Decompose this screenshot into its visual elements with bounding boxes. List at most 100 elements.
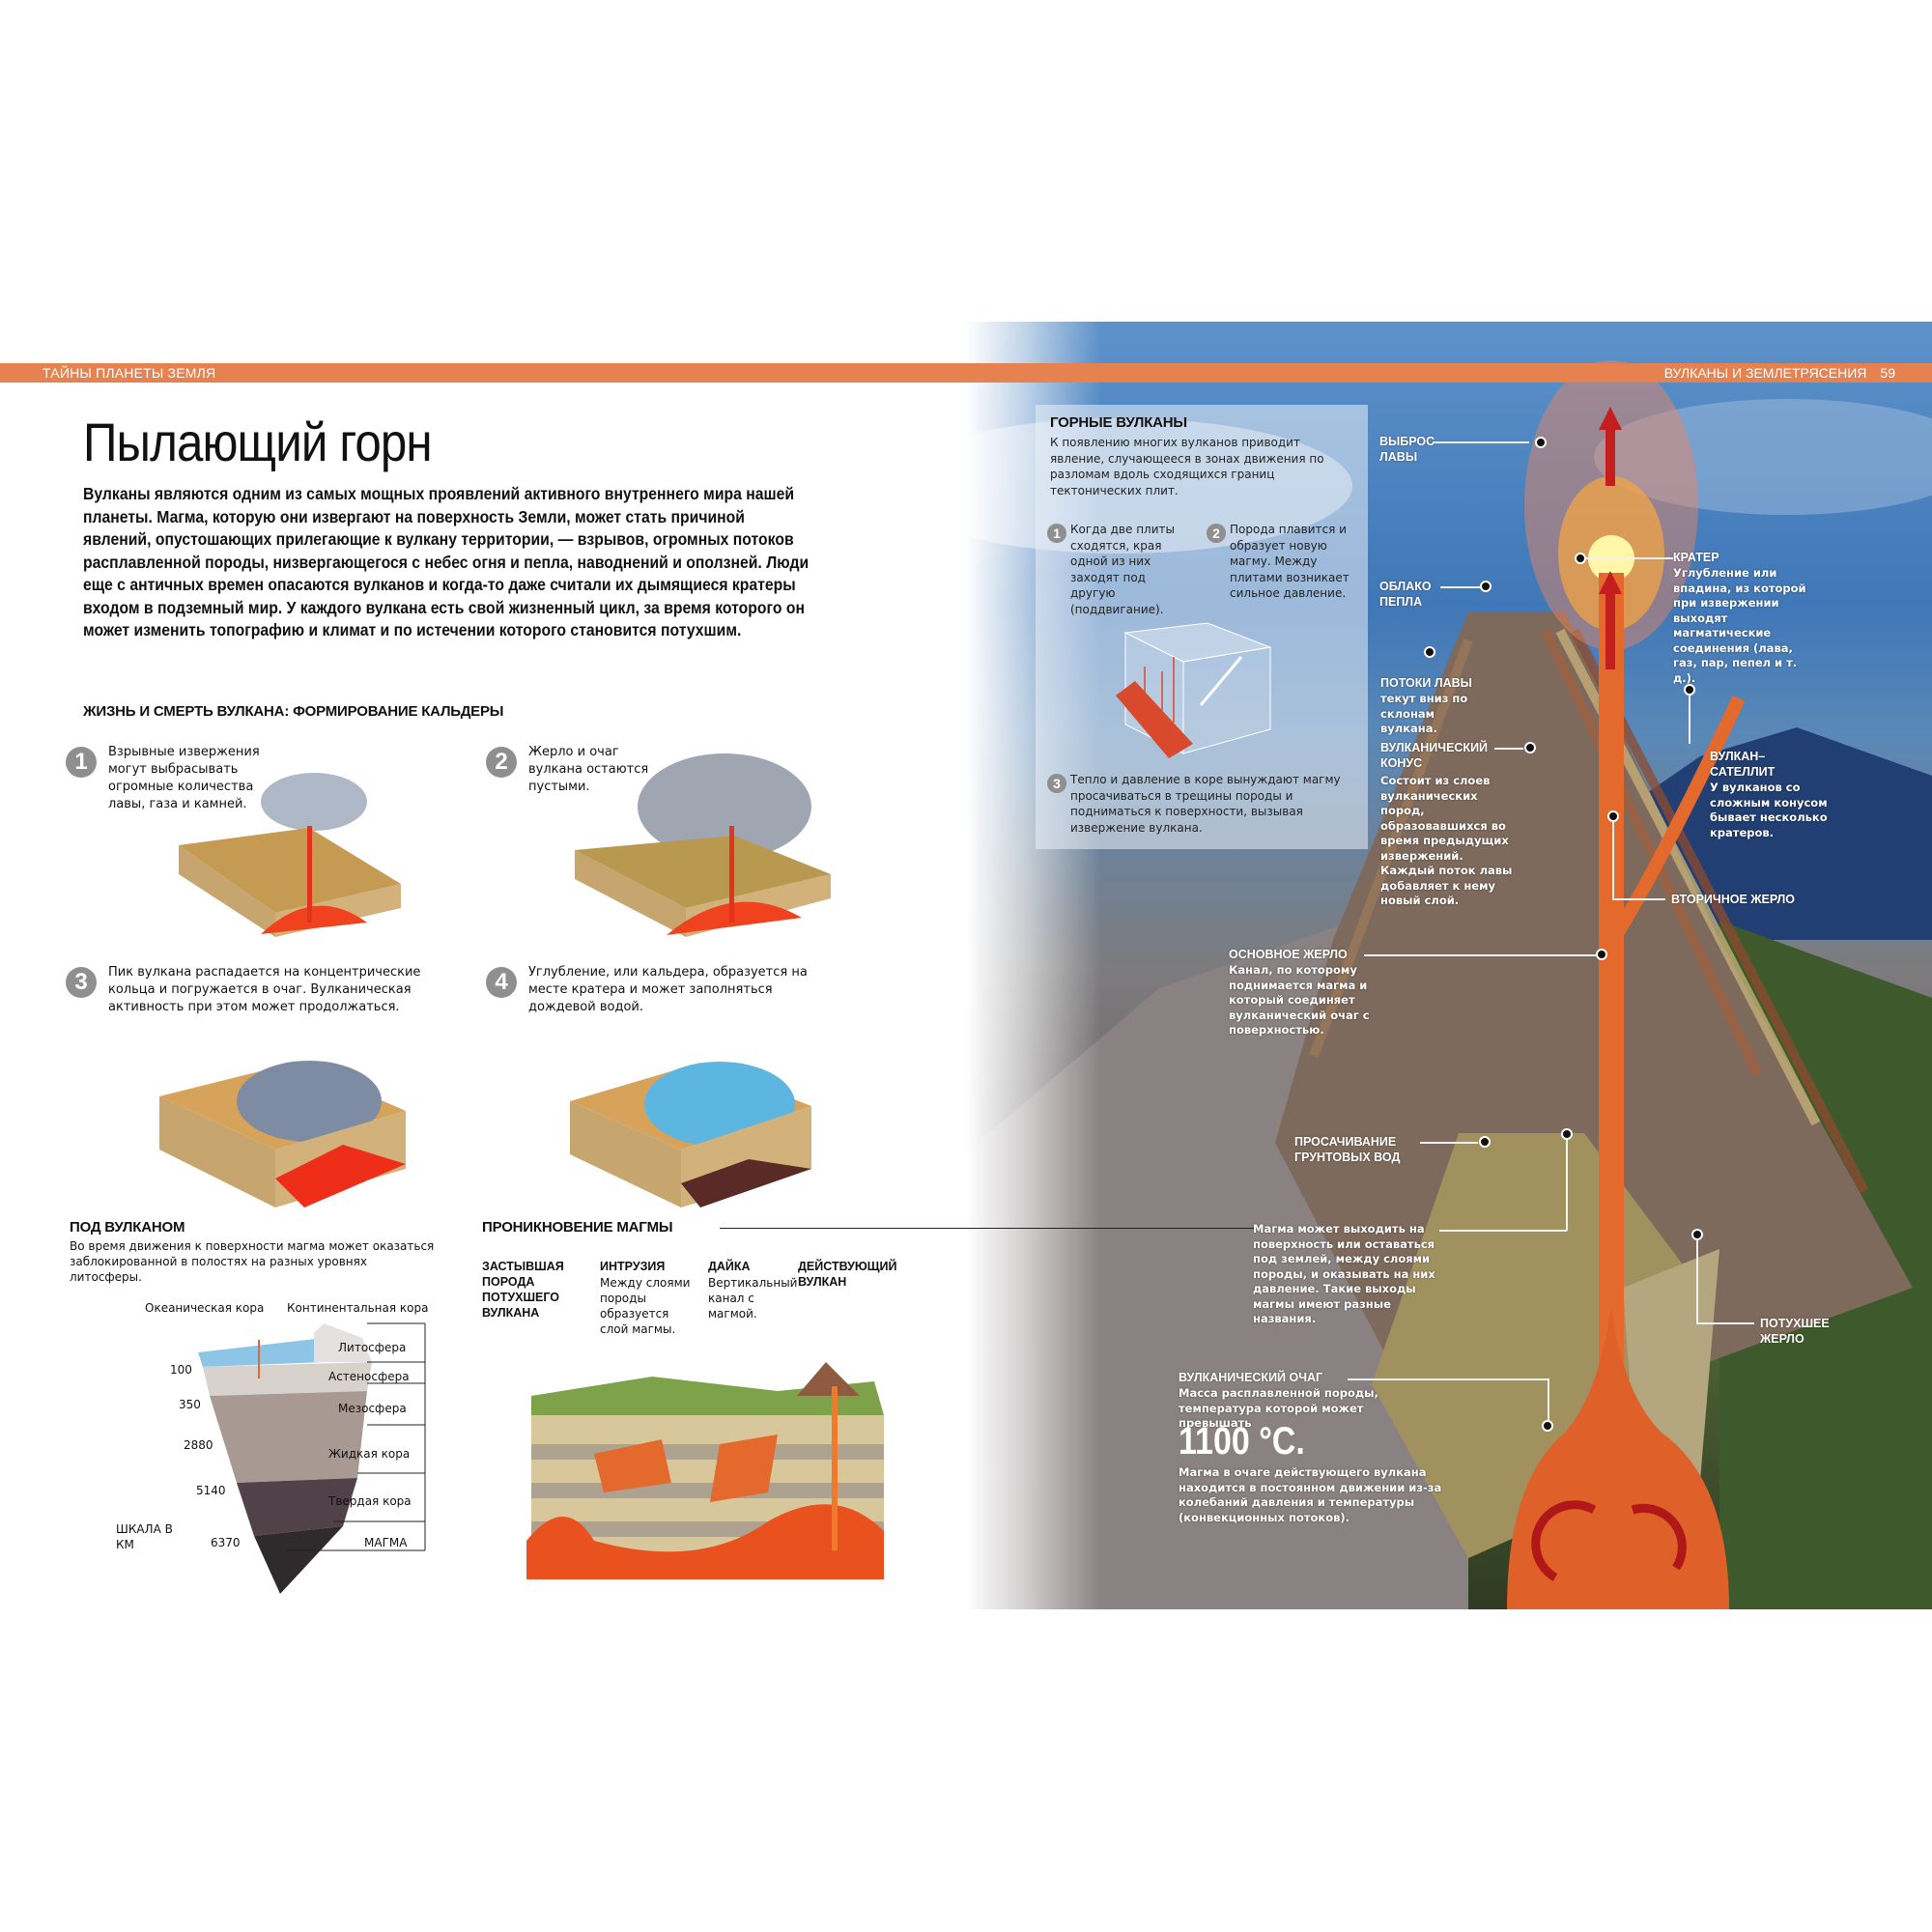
callout-main-vent-text: Канал, по которому поднимается магма и к…: [1229, 963, 1370, 1037]
callout-lava-flows-title: ПОТОКИ ЛАВЫ: [1380, 676, 1472, 690]
penetration-text-dike: Вертикальный канал с магмой.: [708, 1276, 798, 1321]
callout-volcanic-cone-title: ВУЛКАНИЧЕСКИЙ КОНУС: [1380, 741, 1489, 770]
leader-line: [1364, 954, 1596, 956]
callout-volcanic-cone-text: Состоит из слоев вулканических пород, об…: [1380, 774, 1513, 907]
callout-dot-extinct-vent: [1691, 1229, 1703, 1240]
intro-paragraph: Вулканы являются одним из самых мощных п…: [83, 484, 810, 639]
volcano-illustration: [966, 322, 1932, 1609]
subduction-diagram: [1116, 622, 1272, 758]
inset-step-3-text: Тепло и давление в коре вынуждают магму …: [1070, 773, 1341, 835]
callout-groundwater: ПРОСАЧИВАНИЕ ГРУНТОВЫХ ВОД: [1294, 1135, 1401, 1164]
inset-step-badge-1: 1: [1047, 524, 1066, 543]
callout-magma-chamber-text: Масса расплавленной породы, температура …: [1179, 1386, 1378, 1430]
callout-dot-intrusion: [1561, 1128, 1573, 1140]
step-badge-1: 1: [66, 747, 97, 778]
section-name: ВУЛКАНЫ И ЗЕМЛЕТРЯСЕНИЯ: [1663, 365, 1867, 381]
leader-line: [1612, 898, 1665, 900]
caldera-heading: ЖИЗНЬ И СМЕРТЬ ВУЛКАНА: ФОРМИРОВАНИЕ КАЛ…: [83, 703, 504, 720]
page-title: Пылающий горн: [83, 412, 433, 472]
caldera-step-3-illustration: [159, 1061, 406, 1208]
oceanic-crust-label: Океаническая кора: [145, 1301, 265, 1315]
callout-dot: [1479, 1136, 1491, 1148]
magma-penetration-leader-line: [720, 1228, 1256, 1229]
step-badge-4: 4: [486, 967, 517, 998]
eruption-arrows: [1599, 407, 1622, 669]
caldera-step-3-text: Пик вулкана распадается на концентрическ…: [108, 965, 421, 1014]
callout-dot-satellite: [1684, 684, 1695, 696]
callout-crater-text: Углубление или впадина, из которой при и…: [1673, 566, 1806, 685]
section-title-right: ВУЛКАНЫ И ЗЕМЛЕТРЯСЕНИЯ 59: [1664, 363, 1895, 383]
penetration-label-extinct-rock: ЗАСТЫВШАЯ ПОРОДА ПОТУХШЕГО ВУЛКАНА: [482, 1260, 564, 1320]
section-title-left: ТАЙНЫ ПЛАНЕТЫ ЗЕМЛЯ: [43, 365, 216, 381]
callout-dot-lava-flows: [1424, 646, 1435, 658]
penetration-label-dike: ДАЙКА: [708, 1260, 751, 1273]
callout-ash-cloud: ОБЛАКО ПЕПЛА: [1379, 580, 1432, 609]
callout-satellite-text: У вулканов со сложным конусом бывает нес…: [1710, 781, 1828, 839]
leader-line: [1420, 1142, 1478, 1144]
layer-asthenosphere: Астеносфера: [328, 1370, 410, 1383]
callout-satellite-title: ВУЛКАН–САТЕЛЛИТ: [1710, 750, 1776, 779]
caldera-step-2-text: Жерло и очаг вулкана остаются пустыми.: [528, 745, 649, 794]
callout-extinct-vent: ПОТУХШЕЕ ЖЕРЛО: [1760, 1317, 1830, 1346]
page-number: 59: [1880, 365, 1895, 381]
layer-mesosphere: Мезосфера: [338, 1402, 407, 1415]
continental-crust-label: Континентальная кора: [287, 1301, 429, 1315]
mountain-volcanoes-panel: [1036, 405, 1368, 849]
volcano-cone: [1275, 611, 1913, 1365]
penetration-text-intrusion: Между слоями породы образуется слой магм…: [600, 1276, 691, 1336]
caldera-step-4-text: Углубление, или кальдера, образуется на …: [528, 965, 808, 1014]
leader-line: [1433, 441, 1529, 443]
depth-5140: 5140: [196, 1484, 226, 1497]
lava-ejection-plume: [1524, 360, 1698, 650]
cloud: [1594, 399, 1932, 515]
inset-step-badge-2: 2: [1207, 524, 1226, 543]
callout-magma-exits: Магма может выходить на поверхность или …: [1253, 1222, 1435, 1325]
callout-lava-ejection: ВЫБРОС ЛАВЫ: [1379, 435, 1435, 464]
leader-line: [1689, 696, 1690, 744]
callout-dot-secondary-vent: [1607, 810, 1619, 822]
step-badge-3: 3: [66, 967, 97, 998]
inset-step-1-text: Когда две плиты сходятся, края одной из …: [1070, 523, 1175, 616]
callout-dot: [1524, 742, 1536, 753]
callout-lava-flows-text: текут вниз по склонам вулкана.: [1380, 692, 1468, 735]
leader-line: [1566, 1140, 1568, 1231]
penetration-label-active-volcano: ДЕЙСТВУЮЩИЙ ВУЛКАН: [798, 1260, 897, 1289]
inset-step-badge-3: 3: [1047, 774, 1066, 793]
caldera-step-1-text: Взрывные извержения могут выбрасывать ог…: [108, 745, 260, 811]
volcano-cross-section: [966, 360, 1932, 1609]
depth-6370: 6370: [211, 1536, 241, 1549]
earth-layers-diagram: [198, 1322, 426, 1594]
layer-lithosphere: Литосфера: [338, 1341, 407, 1354]
caldera-step-2-illustration: [575, 753, 831, 937]
callout-dot: [1596, 949, 1607, 960]
convection-arrows: [1531, 1500, 1687, 1581]
header-band: [0, 363, 1932, 383]
caldera-step-1-illustration: [179, 773, 401, 937]
layer-magma: МАГМА: [364, 1536, 408, 1549]
step-badge-2: 2: [486, 747, 517, 778]
leader-line: [1548, 1378, 1549, 1421]
leader-line: [1440, 586, 1484, 588]
callout-main-vent-title: ОСНОВНОЕ ЖЕРЛО: [1229, 948, 1348, 961]
caldera-step-4-illustration: [570, 1062, 811, 1208]
satellite-vent-channel: [1607, 696, 1746, 944]
leader-line: [1612, 822, 1614, 899]
magma-penetration-heading: ПРОНИКНОВЕНИЕ МАГМЫ: [482, 1219, 673, 1236]
callout-dot-crater: [1575, 553, 1586, 564]
inset-step-2-text: Порода плавится и образует новую магму. …: [1230, 523, 1350, 600]
mountain-volcanoes-text: К появлению многих вулканов приводит явл…: [1050, 436, 1324, 497]
callout-magma-chamber-text2: Магма в очаге действующего вулкана наход…: [1179, 1465, 1442, 1524]
magma-chamber: [1507, 1307, 1729, 1609]
under-volcano-heading: ПОД ВУЛКАНОМ: [70, 1219, 185, 1236]
magma-temperature: 1100 °C.: [1179, 1420, 1305, 1463]
depth-2880: 2880: [184, 1438, 213, 1452]
penetration-label-intrusion: ИНТРУЗИЯ: [600, 1260, 666, 1273]
scale-label: ШКАЛА В КМ: [116, 1522, 173, 1551]
leader-line: [1348, 1378, 1548, 1380]
mountain-volcanoes-heading: ГОРНЫЕ ВУЛКАНЫ: [1050, 414, 1187, 431]
callout-crater-title: КРАТЕР: [1673, 551, 1719, 564]
magma-penetration-block-diagram: [526, 1362, 884, 1579]
callout-dot: [1535, 437, 1547, 448]
under-volcano-text: Во время движения к поверхности магма мо…: [70, 1239, 435, 1284]
depth-350: 350: [179, 1398, 201, 1411]
